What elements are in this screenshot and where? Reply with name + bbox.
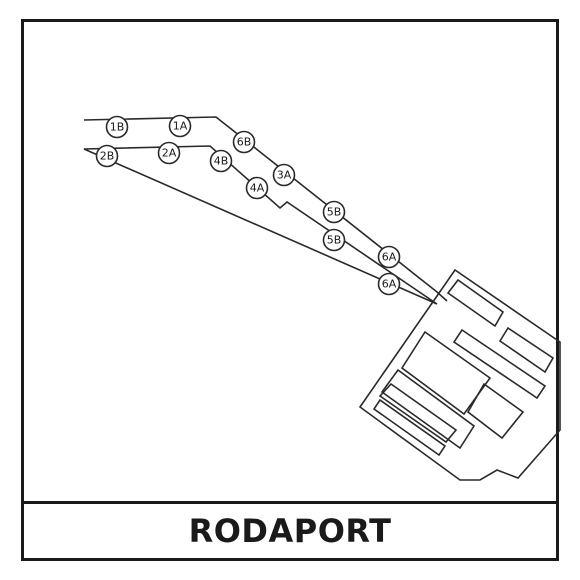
stop-3a: 3A	[272, 163, 296, 187]
stop-4a: 4A	[245, 176, 269, 200]
stop-6b: 6B	[232, 130, 256, 154]
room-1	[446, 278, 505, 328]
terminal-rooms	[372, 278, 555, 457]
stop-label: 6B	[237, 136, 252, 149]
stop-label: 5B	[327, 234, 342, 247]
stop-marker-circle	[245, 176, 269, 200]
room-2	[498, 326, 555, 374]
stop-label: 6A	[382, 251, 397, 264]
room-4	[400, 330, 492, 416]
stop-4b: 4B	[209, 149, 233, 173]
stop-label: 5B	[327, 206, 342, 219]
station-name-caption: RODAPORT	[188, 512, 392, 550]
stop-marker-circle	[232, 130, 256, 154]
stop-1a: 1A	[168, 114, 192, 138]
map-frame: 1B 1A 2B 2A 6B 4B	[21, 19, 561, 561]
stop-label: 4A	[250, 182, 265, 195]
stop-6a-upper: 6A	[377, 245, 401, 269]
stop-marker-circle	[322, 200, 346, 224]
stop-6a-lower: 6A	[377, 272, 401, 296]
room-3	[452, 328, 547, 400]
stop-marker-circle	[322, 228, 346, 252]
stop-label: 3A	[277, 169, 292, 182]
room-7	[378, 382, 458, 444]
stop-marker-circle	[157, 141, 181, 165]
stop-2a: 2A	[157, 141, 181, 165]
stop-5b-lower: 5B	[322, 228, 346, 252]
stop-1b: 1B	[105, 115, 129, 139]
room-5	[466, 382, 525, 440]
terminal-building-outline	[358, 268, 561, 481]
room-8	[372, 398, 447, 457]
platform-map: 1B 1A 2B 2A 6B 4B	[24, 22, 561, 504]
stop-label: 1A	[173, 120, 188, 133]
stop-2b: 2B	[95, 144, 119, 168]
stop-marker-circle	[168, 114, 192, 138]
room-6	[380, 368, 476, 450]
stop-label: 4B	[214, 155, 229, 168]
stop-label: 1B	[110, 121, 125, 134]
stop-marker-circle	[377, 272, 401, 296]
stop-label: 6A	[382, 278, 397, 291]
stop-marker-circle	[377, 245, 401, 269]
stop-marker-circle	[209, 149, 233, 173]
stop-marker-circle	[95, 144, 119, 168]
stop-label: 2A	[162, 147, 177, 160]
stop-marker-circle	[272, 163, 296, 187]
stop-marker-circle	[105, 115, 129, 139]
stop-5b-upper: 5B	[322, 200, 346, 224]
stop-label: 2B	[100, 150, 115, 163]
